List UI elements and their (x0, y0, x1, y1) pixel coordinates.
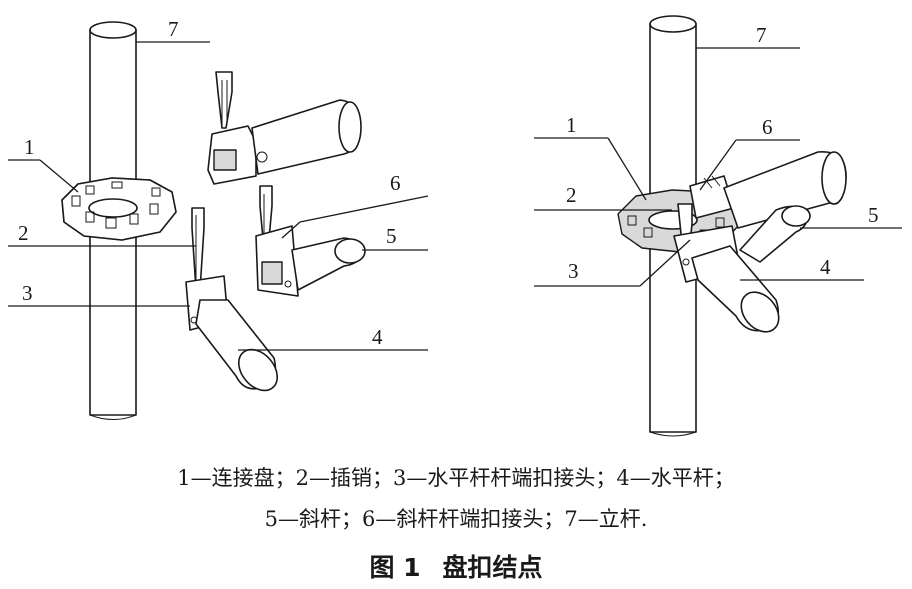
right-callout-7: 7 (756, 23, 767, 47)
left-horizontal-coupler (185, 275, 279, 392)
figure-title-text: 盘扣结点 (442, 553, 543, 582)
left-upper-coupler (207, 71, 362, 185)
left-pin (191, 207, 205, 291)
disk-lock-node-diagram: 7 1 2 3 4 5 6 (8, 15, 902, 437)
left-callout-4: 4 (372, 325, 383, 349)
left-diagonal-coupler (255, 185, 366, 297)
right-horizontal-bar (673, 203, 780, 333)
figure-title: 图 1 盘扣结点 (0, 548, 912, 584)
right-callout-5: 5 (868, 203, 879, 227)
caption-legend-line-2: 5—斜杆；6—斜杆杆端扣接头；7—立杆. (264, 507, 648, 531)
right-callout-numbers: 7 1 2 3 4 5 6 (566, 23, 879, 283)
left-connection-disk (61, 177, 177, 241)
left-callout-numbers: 7 1 2 3 4 5 6 (18, 17, 401, 349)
left-callout-5: 5 (386, 224, 397, 248)
left-callout-lines (8, 41, 429, 351)
left-callout-7: 7 (168, 17, 179, 41)
right-callout-4: 4 (820, 255, 831, 279)
left-callout-1: 1 (24, 135, 35, 159)
right-assembled-view: 7 1 2 3 4 5 6 (534, 15, 902, 437)
left-callout-2: 2 (18, 221, 29, 245)
left-callout-3: 3 (22, 281, 33, 305)
right-callout-3: 3 (568, 259, 579, 283)
caption-legend-line-1: 1—连接盘；2—插销；3—水平杆杆端扣接头；4—水平杆； (177, 466, 735, 490)
right-callout-1: 1 (566, 113, 577, 137)
left-exploded-view: 7 1 2 3 4 5 6 (8, 17, 429, 420)
right-diagonal-brace (689, 151, 847, 263)
right-callout-lines (534, 47, 902, 287)
left-callout-6: 6 (390, 171, 401, 195)
figure-number: 图 1 (369, 553, 421, 582)
right-callout-6: 6 (762, 115, 773, 139)
right-callout-2: 2 (566, 183, 577, 207)
